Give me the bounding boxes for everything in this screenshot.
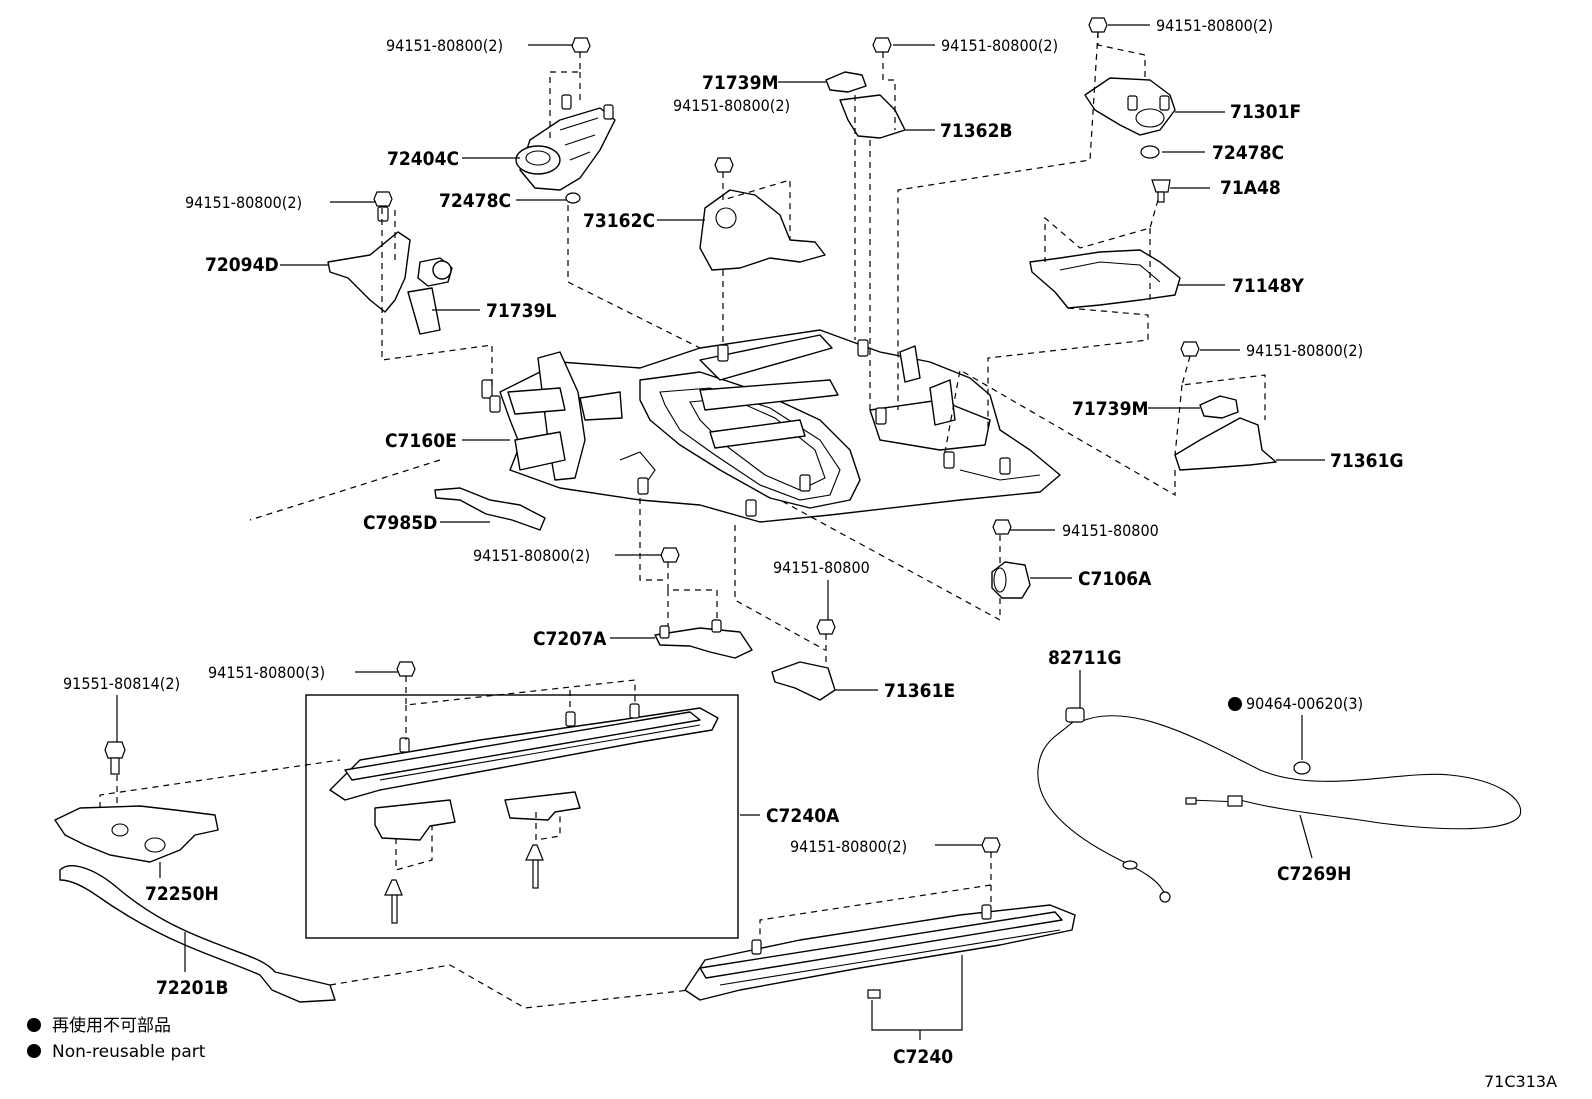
label-94151-80800-2: 94151-80800(2) bbox=[790, 837, 907, 856]
label-c7240: C7240 bbox=[893, 1046, 953, 1068]
legend-bullet bbox=[27, 1018, 41, 1032]
label-91551-80814-2: 91551-80814(2) bbox=[63, 674, 180, 693]
label-71148y: 71148Y bbox=[1232, 275, 1304, 297]
part-labels: 94151-80800(2) 94151-80800(2) 94151-8080… bbox=[63, 16, 1404, 1068]
legend-en: Non-reusable part bbox=[52, 1042, 206, 1062]
label-c7106a: C7106A bbox=[1078, 568, 1152, 590]
cushion-c7106a bbox=[991, 519, 1031, 599]
rail-c7240 bbox=[684, 837, 1076, 1001]
leader-lines bbox=[116, 24, 1325, 1040]
label-73162c: 73162C bbox=[583, 210, 655, 232]
label-94151-80800-2: 94151-80800(2) bbox=[941, 36, 1058, 55]
label-71361e: 71361E bbox=[884, 680, 955, 702]
label-71739l: 71739L bbox=[486, 300, 556, 322]
label-94151-80800-2: 94151-80800(2) bbox=[1246, 341, 1363, 360]
label-94151-80800-2: 94151-80800(2) bbox=[1156, 16, 1273, 35]
label-71361g: 71361G bbox=[1330, 450, 1404, 472]
label-c7269h: C7269H bbox=[1277, 863, 1351, 885]
label-71739m: 71739M bbox=[702, 72, 778, 94]
assembly-lines bbox=[99, 31, 1266, 1009]
lever-72250h bbox=[54, 741, 219, 863]
label-72478c: 72478C bbox=[439, 190, 511, 212]
rail-c7240a bbox=[329, 661, 719, 924]
recliner-71301f bbox=[1084, 17, 1176, 203]
legend-jp: 再使用不可部品 bbox=[52, 1015, 171, 1036]
label-c7160e: C7160E bbox=[385, 430, 457, 452]
recliner-72404c bbox=[515, 37, 616, 204]
bracket-71362b bbox=[825, 37, 906, 139]
seat-frame-c7160e bbox=[481, 329, 1061, 523]
label-71739m: 71739M bbox=[1072, 398, 1148, 420]
legend-bullet bbox=[27, 1044, 41, 1058]
label-90464-00620-3: 90464-00620(3) bbox=[1246, 694, 1363, 713]
bracket-71148y bbox=[1029, 249, 1181, 309]
bracket-72094d bbox=[327, 191, 453, 335]
legend: 再使用不可部品 Non-reusable part bbox=[27, 1015, 206, 1062]
label-94151-80800-2: 94151-80800(2) bbox=[673, 96, 790, 115]
label-71362b: 71362B bbox=[940, 120, 1013, 142]
label-94151-80800-2: 94151-80800(2) bbox=[386, 36, 503, 55]
label-c7240a: C7240A bbox=[766, 805, 840, 827]
label-71a48: 71A48 bbox=[1220, 177, 1281, 199]
cable-c7269h bbox=[1037, 707, 1522, 903]
bracket-71361g bbox=[1174, 341, 1277, 471]
label-82711g: 82711G bbox=[1048, 647, 1122, 669]
label-72250h: 72250H bbox=[145, 883, 219, 905]
label-94151-80800-2: 94151-80800(2) bbox=[185, 193, 302, 212]
label-94151-80800-3: 94151-80800(3) bbox=[208, 663, 325, 682]
label-72478c: 72478C bbox=[1212, 142, 1284, 164]
label-94151-80800-2: 94151-80800(2) bbox=[473, 546, 590, 565]
wire-c7985d bbox=[434, 487, 546, 531]
label-c7985d: C7985D bbox=[363, 512, 437, 534]
rod-72201b bbox=[59, 865, 336, 1003]
inset-box-c7240a bbox=[305, 694, 739, 939]
diagram-code: 71C313A bbox=[1484, 1072, 1557, 1091]
label-71301f: 71301F bbox=[1230, 101, 1301, 123]
label-72404c: 72404C bbox=[387, 148, 459, 170]
non-reusable-marker bbox=[1228, 697, 1242, 711]
label-94151-80800: 94151-80800 bbox=[1062, 521, 1159, 540]
bracket-71361e bbox=[771, 619, 836, 701]
label-72094d: 72094D bbox=[205, 254, 279, 276]
label-c7207a: C7207A bbox=[533, 628, 607, 650]
bracket-c7207a bbox=[654, 547, 753, 659]
label-94151-80800: 94151-80800 bbox=[773, 558, 870, 577]
label-72201b: 72201B bbox=[156, 977, 229, 999]
cover-73162c bbox=[699, 157, 826, 271]
